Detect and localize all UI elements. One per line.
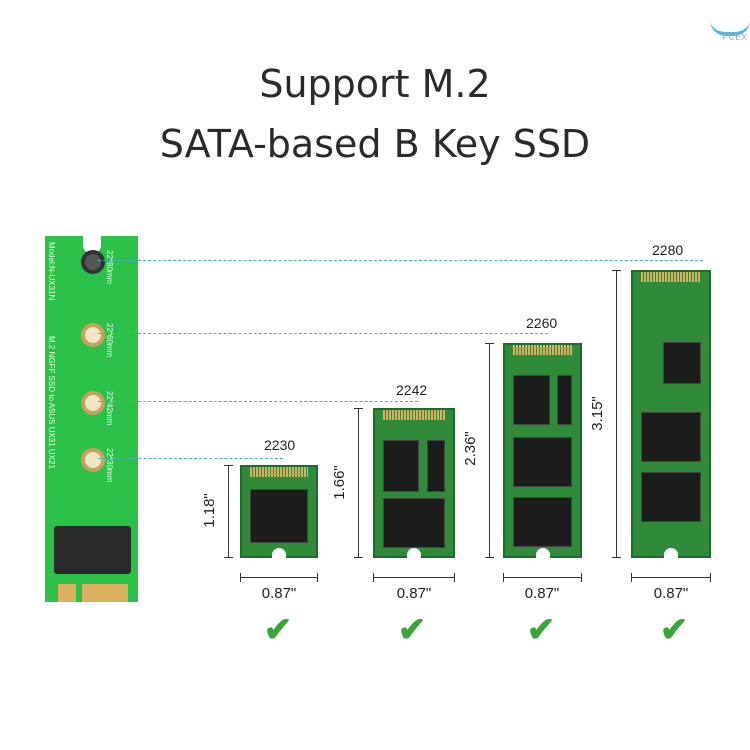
adapter-screw [81,250,105,274]
adapter-gold-fingers [58,584,76,602]
ssd-2260 [503,343,582,558]
width-dimension [631,573,711,582]
length-dimension [612,270,621,558]
controller-chip [427,440,445,492]
adapter-board: Model:N-UX31N M.2 NGFF SSD to ASUS UX31 … [45,234,138,602]
width-dimension [503,573,582,582]
hole-label: 22*42mm [105,391,114,426]
nand-chip [383,440,419,492]
check-icon: ✔ [526,611,556,649]
hole-label: 22*30mm [105,448,114,483]
guide-line-2242 [98,401,418,402]
length-label: 3.15" [588,396,606,431]
ssd-size-label: 2230 [264,437,296,453]
adapter-hole-30 [81,448,105,472]
adapter-connector [54,526,131,574]
ssd-size-label: 2242 [396,382,428,398]
hole-label: 22*80mm [105,250,114,285]
guide-line-2260 [98,333,548,334]
ssd-2280 [631,270,711,558]
check-icon: ✔ [263,611,293,649]
guide-line-2280 [98,260,703,261]
ssd-size-label: 2280 [652,242,684,258]
length-label: 2.36" [461,431,479,466]
ssd-2242 [373,408,455,558]
title-line-2: SATA-based B Key SSD [159,122,591,166]
width-label: 0.87" [653,585,689,602]
title-line-1: Support M.2 [259,62,491,106]
nand-chip [513,497,572,547]
hole-label: 22*60mm [105,323,114,358]
nand-chip [513,437,572,487]
width-label: 0.87" [261,585,297,602]
controller-chip [557,375,572,425]
check-icon: ✔ [397,611,427,649]
adapter-desc-text: M.2 NGFF SSD to ASUS UX31 UX21 [47,336,56,469]
width-label: 0.87" [396,585,432,602]
adapter-hole-60 [81,323,105,347]
nand-chip [641,472,701,522]
ssd-2230 [240,465,318,558]
watermark-text: PCEX [722,33,748,42]
width-label: 0.87" [524,585,560,602]
nand-chip [513,375,550,425]
length-label: 1.66" [330,465,348,500]
length-dimension [354,408,363,558]
width-dimension [373,573,455,582]
dram-chip [663,342,701,384]
adapter-model-text: Model:N-UX31N [47,242,56,301]
width-dimension [240,573,318,582]
nand-chip [383,498,445,548]
adapter-gold-fingers [82,584,128,602]
length-dimension [485,343,494,558]
ssd-size-label: 2260 [526,315,558,331]
nand-chip [250,489,308,543]
adapter-notch [83,234,101,254]
length-dimension [224,465,233,558]
length-label: 1.18" [200,493,218,528]
watermark-logo [710,20,750,36]
nand-chip [641,412,701,462]
check-icon: ✔ [659,611,689,649]
guide-line-2230 [98,458,283,459]
adapter-hole-42 [81,391,105,415]
